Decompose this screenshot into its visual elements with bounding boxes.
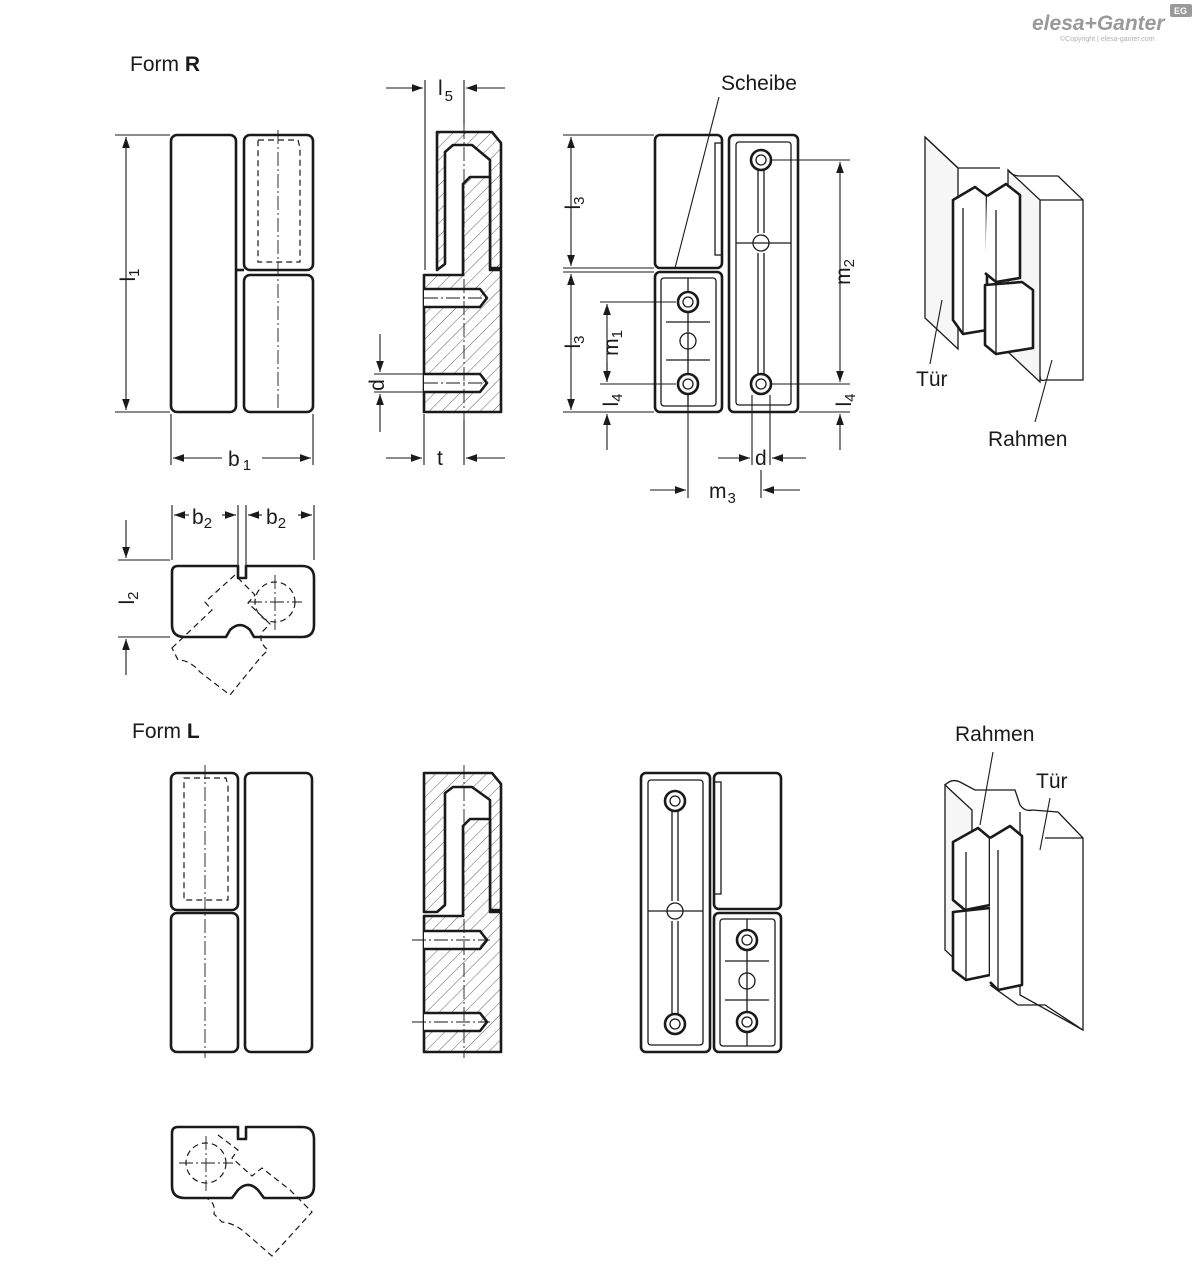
callout-rahmen-l-label: Rahmen	[955, 723, 1034, 746]
callout-tuer-r: Tür	[916, 299, 948, 391]
callout-rahmen-l: Rahmen	[955, 723, 1034, 826]
callout-scheibe: Scheibe	[674, 72, 797, 269]
form-r-front-view	[169, 130, 315, 415]
dim-t-label: t	[437, 447, 443, 470]
callout-rahmen-r-label: Rahmen	[988, 428, 1067, 451]
dim-d-side: d	[366, 334, 424, 432]
form-r-isometric	[924, 135, 1084, 384]
form-l-front-view	[169, 765, 314, 1058]
callout-tuer-l: Tür	[1036, 770, 1068, 851]
dim-d-front-label: d	[755, 447, 767, 470]
form-l-section-view	[412, 765, 503, 1058]
dim-l1: l1	[115, 134, 170, 413]
logo-copyright-text: ©Copyright | elesa-ganter.com	[1060, 35, 1155, 43]
dim-l4-left-label: l4	[600, 393, 626, 406]
dim-m1-label: m1	[600, 330, 626, 356]
form-l-isometric	[944, 779, 1084, 1032]
callout-tuer-l-label: Tür	[1036, 770, 1068, 793]
dim-l4-left: l4	[600, 362, 654, 450]
form-l-top-view	[170, 1125, 316, 1257]
callout-tuer-r-label: Tür	[916, 368, 948, 391]
dim-m3: m3	[650, 395, 800, 507]
brand-logo: elesa+Ganter ©Copyright | elesa-ganter.c…	[1032, 4, 1192, 43]
dim-l3-upper: l3	[562, 134, 654, 269]
dim-m3-label: m3	[709, 480, 736, 507]
front-upper-right-leaf	[242, 133, 315, 272]
dim-l4-right-label: l4	[833, 393, 859, 406]
dim-l3-upper-label: l3	[562, 196, 588, 209]
dim-l2-label: l2	[116, 591, 142, 604]
hidden-pin-outline	[257, 139, 301, 263]
callout-rahmen-r: Rahmen	[988, 359, 1067, 451]
front-left-leaf	[169, 133, 238, 414]
dim-l1-label: l1	[117, 268, 143, 281]
dim-m2: m2	[772, 159, 858, 385]
form-r-top-view	[170, 564, 316, 696]
form-r-back-view	[653, 133, 800, 414]
dim-b2-left-label: b2	[192, 506, 212, 532]
form-l-back-view	[639, 771, 783, 1054]
dim-l3-lower-label: l3	[562, 335, 588, 348]
dim-l4-right: l4	[799, 393, 859, 450]
form-r-heading: Form R	[130, 53, 200, 76]
dim-l2: l2	[116, 520, 170, 675]
dim-d-side-label: d	[366, 379, 389, 391]
dim-t: t	[386, 414, 505, 470]
form-r-section-view	[422, 125, 503, 420]
callout-scheibe-label: Scheibe	[721, 72, 797, 95]
dim-d-front: d	[718, 395, 806, 470]
dim-b2-right-label: b2	[266, 506, 286, 532]
logo-badge-text: EG	[1174, 6, 1187, 16]
dim-b2: b2 b2	[171, 505, 315, 566]
form-l-heading: Form L	[132, 720, 200, 743]
dim-m2-label: m2	[832, 259, 858, 285]
logo-brand-text: elesa+Ganter	[1032, 12, 1166, 35]
front-lower-right-leaf	[242, 273, 315, 414]
logo-badge-icon	[1170, 4, 1192, 17]
